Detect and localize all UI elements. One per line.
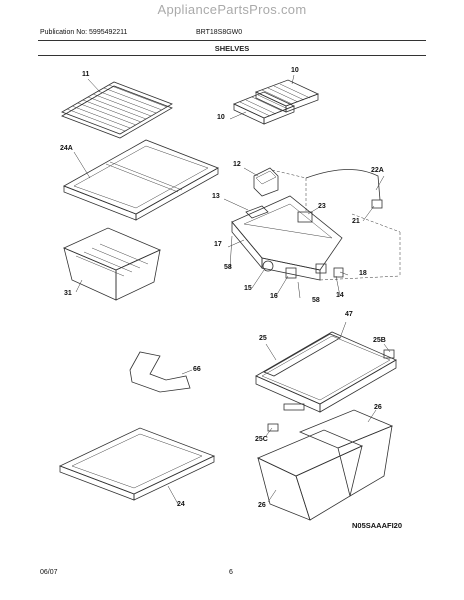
header-rule-bottom bbox=[38, 55, 426, 56]
publication-number: Publication No: 5995492211 bbox=[40, 29, 128, 36]
callout-label: 15 bbox=[244, 285, 252, 292]
callout-label: 25C bbox=[255, 436, 268, 443]
callout-label: 31 bbox=[64, 290, 72, 297]
callout-label: 16 bbox=[270, 293, 278, 300]
model-number: BRT18S8GW0 bbox=[196, 29, 243, 36]
callout-label: 10 bbox=[217, 114, 225, 121]
callout-label: 47 bbox=[345, 311, 353, 318]
header-rule-top bbox=[38, 40, 426, 41]
drawer-pair-26-drawing bbox=[257, 409, 394, 521]
callout-label: 58 bbox=[224, 264, 232, 271]
glass-shelf-24-drawing bbox=[58, 427, 216, 501]
glass-shelf-24a-drawing bbox=[63, 139, 219, 221]
callout-label: 66 bbox=[193, 366, 201, 373]
callout-label: 17 bbox=[214, 241, 222, 248]
callout-label: 11 bbox=[82, 71, 90, 78]
callout-label: 10 bbox=[291, 67, 299, 74]
diagram-code: N05SAAAFI20 bbox=[352, 521, 403, 530]
callout-label: 23 bbox=[318, 203, 326, 210]
wire-support-66-drawing bbox=[129, 351, 191, 393]
callout-label: 58 bbox=[312, 297, 320, 304]
footer-date: 06/07 bbox=[40, 569, 58, 576]
wire-shelf-drawing bbox=[61, 81, 173, 139]
callout-label: 13 bbox=[212, 193, 220, 200]
glass-shelf-47-drawing bbox=[255, 331, 397, 432]
callout-label: 26 bbox=[374, 404, 382, 411]
callout-label: 21 bbox=[352, 218, 360, 225]
control-housing-drawing bbox=[229, 167, 383, 299]
callout-label: 12 bbox=[233, 161, 241, 168]
callout-label: 25 bbox=[259, 335, 267, 342]
watermark: AppliancePartsPros.com bbox=[157, 2, 307, 17]
footer-page-number: 6 bbox=[229, 569, 233, 576]
callout-label: 25B bbox=[373, 337, 386, 344]
callout-label: 26 bbox=[258, 502, 266, 509]
callout-label: 24A bbox=[60, 145, 73, 152]
callout-label: 18 bbox=[359, 270, 367, 277]
crisper-pan-31-drawing bbox=[63, 227, 161, 301]
dashed-reference-box bbox=[271, 169, 401, 281]
callout-label: 24 bbox=[177, 501, 185, 508]
callout-label: 14 bbox=[336, 292, 344, 299]
section-title: SHELVES bbox=[214, 44, 250, 53]
leader-lines bbox=[73, 74, 391, 505]
callout-label: 22A bbox=[371, 167, 384, 174]
ice-tray-drawing bbox=[232, 79, 320, 125]
